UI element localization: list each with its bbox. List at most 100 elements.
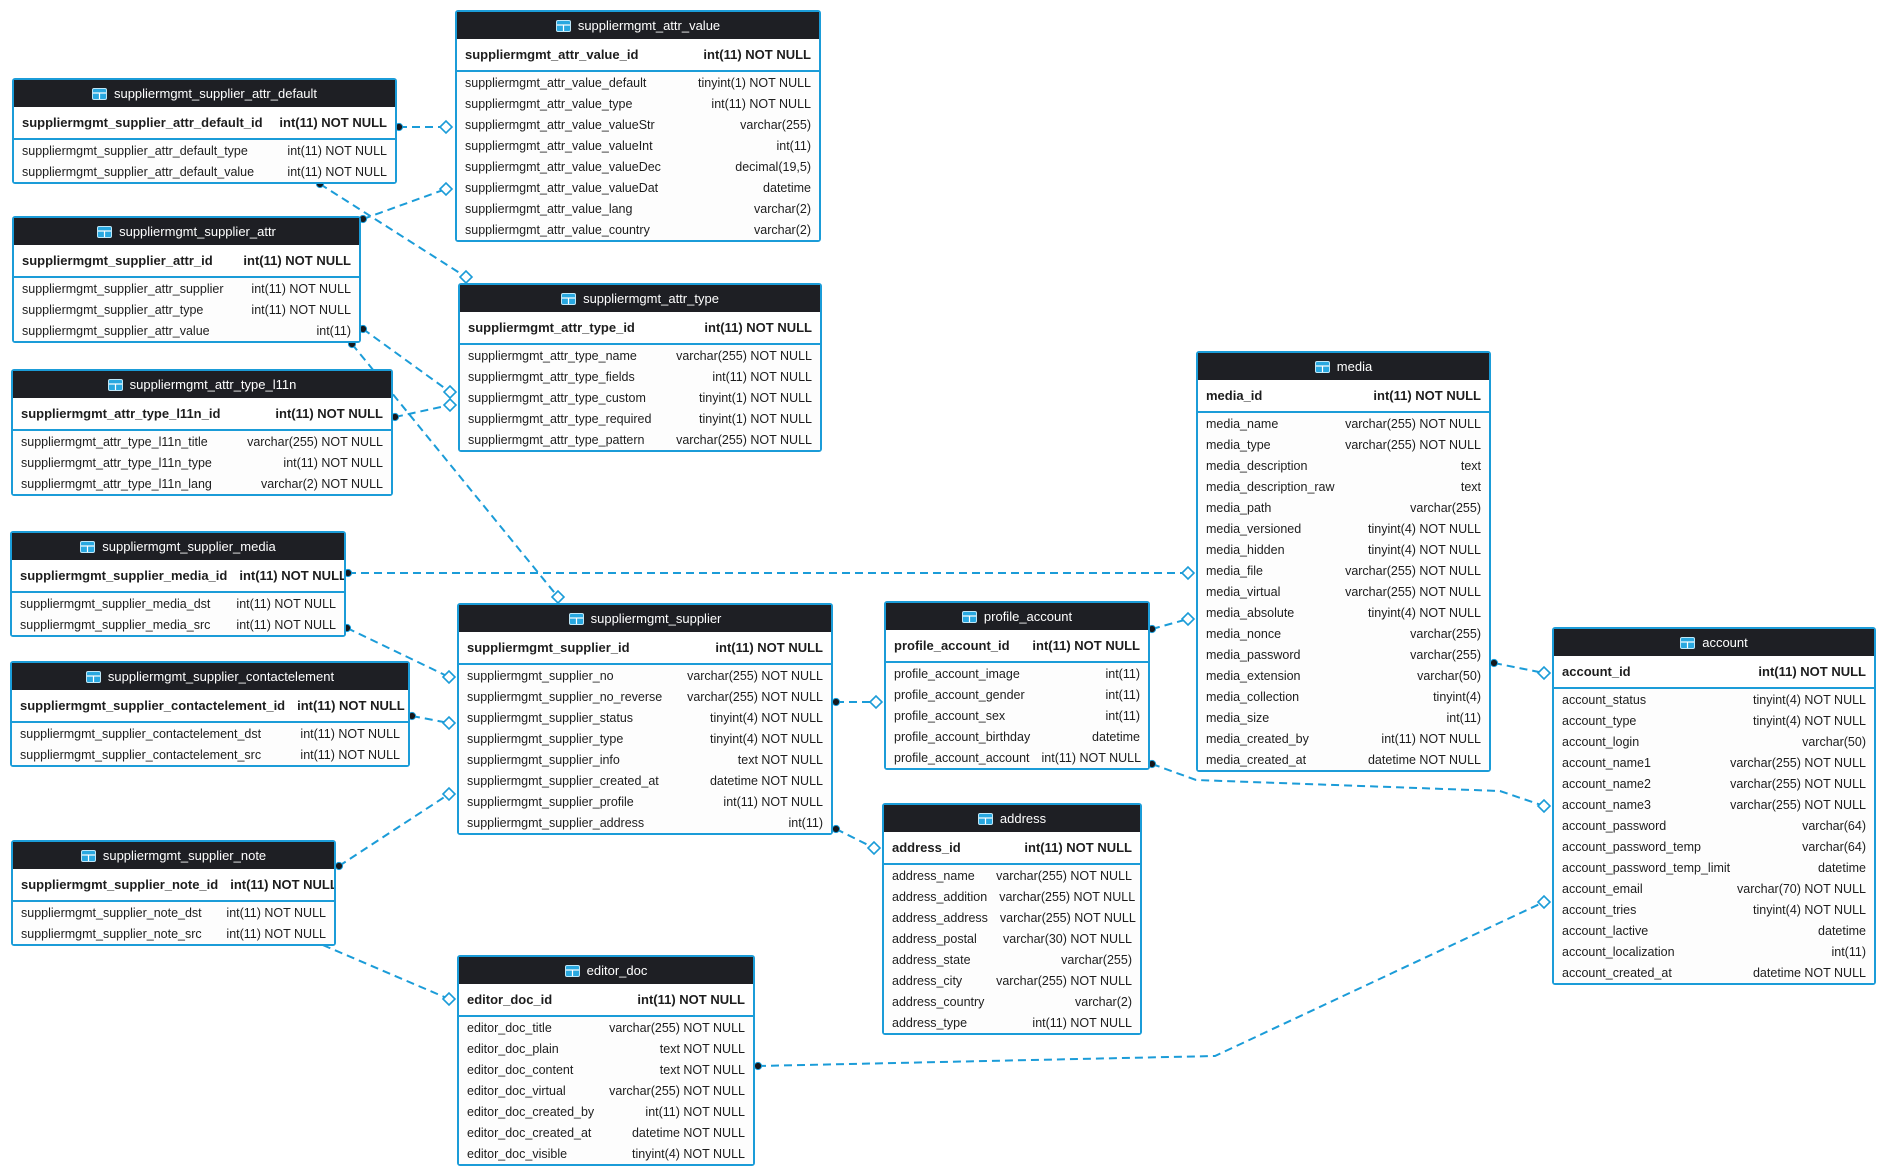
row-suppliermgmt_supplier_attr_default_value[interactable]: suppliermgmt_supplier_attr_default_value… (14, 161, 395, 182)
relation-line[interactable] (394, 404, 451, 418)
table-header-suppliermgmt_attr_value[interactable]: suppliermgmt_attr_value (457, 12, 819, 39)
table-suppliermgmt_supplier_note[interactable]: suppliermgmt_supplier_note suppliermgmt_s… (11, 840, 336, 946)
table-header-address[interactable]: address (884, 805, 1140, 832)
relation-suppliermgmt_supplier_attr_default--suppliermgmt_attr_type[interactable] (315, 179, 474, 285)
relation-suppliermgmt_supplier--address[interactable] (831, 824, 882, 856)
table-header-suppliermgmt_supplier_contactelement[interactable]: suppliermgmt_supplier_contactelement (12, 663, 408, 690)
table-header-media[interactable]: media (1198, 353, 1489, 380)
relation-line[interactable] (310, 939, 450, 1000)
table-header-account[interactable]: account (1554, 629, 1874, 656)
relation-suppliermgmt_supplier_attr--suppliermgmt_attr_value[interactable] (358, 181, 454, 224)
relation-line[interactable] (411, 715, 450, 724)
relation-line[interactable] (1151, 763, 1545, 807)
relation-suppliermgmt_supplier_note--suppliermgmt_supplier[interactable] (334, 786, 457, 871)
relation-line[interactable] (1151, 618, 1189, 630)
relation-suppliermgmt_supplier_attr_default--suppliermgmt_attr_value[interactable] (394, 119, 454, 135)
table-header-suppliermgmt_attr_type[interactable]: suppliermgmt_attr_type (460, 285, 820, 312)
relation-suppliermgmt_supplier_note--editor_doc[interactable] (306, 935, 457, 1007)
table-header-editor_doc[interactable]: editor_doc (459, 957, 753, 984)
table-header-suppliermgmt_supplier_media[interactable]: suppliermgmt_supplier_media (12, 533, 344, 560)
relation-suppliermgmt_supplier_contactelement--suppliermgmt_supplier[interactable] (407, 711, 457, 731)
table-header-suppliermgmt_supplier[interactable]: suppliermgmt_supplier (459, 605, 831, 632)
relation-line[interactable] (346, 627, 450, 678)
table-header-suppliermgmt_supplier_note[interactable]: suppliermgmt_supplier_note (13, 842, 334, 869)
relation-suppliermgmt_supplier--profile_account[interactable] (831, 694, 884, 710)
relation-line[interactable] (1493, 662, 1545, 674)
